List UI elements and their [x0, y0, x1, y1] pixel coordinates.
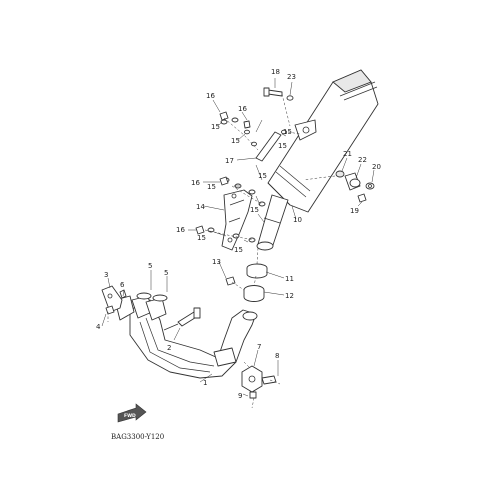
callout-15e: 15: [207, 183, 216, 191]
callout-15a: 15: [211, 123, 220, 131]
callout-9: 9: [238, 392, 242, 400]
callout-1: 1: [203, 379, 207, 387]
callout-7: 7: [257, 343, 261, 351]
callout-15h: 15: [234, 246, 243, 254]
callout-12: 12: [285, 292, 294, 300]
assembly-lines: [107, 93, 336, 409]
callout-22: 22: [358, 156, 367, 164]
callout-16a: 16: [206, 92, 215, 100]
diagram-code: BAG3300-Y120: [111, 433, 164, 441]
exhaust-stay: [241, 365, 277, 399]
forward-direction-icon: FWD: [117, 403, 147, 423]
callout-21: 21: [343, 150, 352, 158]
callout-5a: 5: [148, 262, 152, 270]
callout-15d: 15: [258, 172, 267, 180]
callout-15i: 15: [278, 142, 287, 150]
callout-18: 18: [271, 68, 280, 76]
heat-shield-strip: [255, 131, 282, 162]
callout-11: 11: [285, 275, 294, 283]
callout-numbers: 1 2 3 4 5 5 6 7 8 9 10 11 12 13 14 15 15…: [96, 68, 381, 400]
callout-17: 17: [225, 157, 234, 165]
oxygen-sensor: [163, 307, 201, 331]
callout-2: 2: [167, 344, 171, 352]
leader-lines: [101, 78, 375, 397]
callout-3: 3: [104, 271, 108, 279]
callout-16c: 16: [191, 179, 200, 187]
rear-mount-parts: [335, 170, 375, 203]
gasket-and-clamp: [225, 263, 268, 302]
forward-label: FWD: [124, 413, 136, 419]
muffler-bolt: [263, 87, 294, 101]
header-bolt: [105, 305, 115, 315]
fasteners-left: [195, 111, 287, 243]
bracket: [221, 189, 253, 251]
callout-10: 10: [293, 216, 302, 224]
callout-20: 20: [372, 163, 381, 171]
header-flanges: [101, 285, 168, 313]
callout-19: 19: [350, 207, 359, 215]
muffler: [256, 69, 379, 251]
callout-13: 13: [212, 258, 221, 266]
callout-23: 23: [287, 73, 296, 81]
callout-15c: 15: [283, 128, 292, 136]
callout-15b: 15: [231, 137, 240, 145]
callout-16b: 16: [238, 105, 247, 113]
callout-15g: 15: [197, 234, 206, 242]
callout-15f: 15: [250, 206, 259, 214]
callout-6: 6: [120, 281, 125, 289]
exhaust-header-pipe: [114, 295, 258, 379]
callout-8: 8: [275, 352, 279, 360]
callout-5b: 5: [164, 269, 168, 277]
callout-4: 4: [96, 323, 101, 331]
callout-16d: 16: [176, 226, 185, 234]
callout-14: 14: [196, 203, 205, 211]
